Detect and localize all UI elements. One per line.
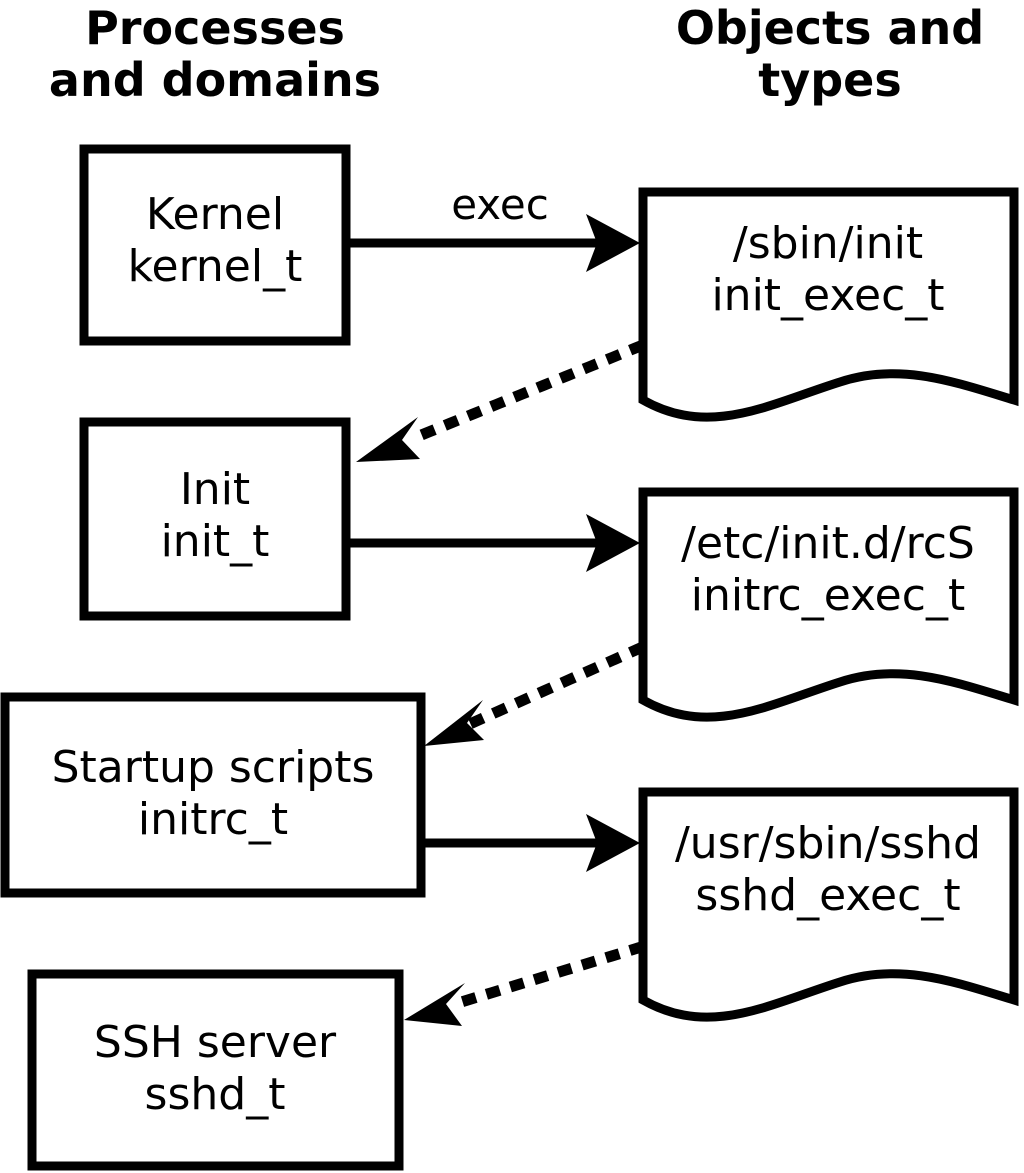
arrow-head-icon xyxy=(404,983,465,1026)
edge-init-to-initrc-exec xyxy=(350,514,640,572)
edge-kernel-to-init-exec: exec xyxy=(350,180,640,272)
column-header-objects-line2: types xyxy=(758,53,901,107)
process-node-sshd-type: sshd_t xyxy=(145,1069,286,1120)
process-node-kernel[interactable]: Kernel kernel_t xyxy=(79,144,351,346)
process-node-sshd-box[interactable] xyxy=(27,969,404,1171)
process-node-initrc[interactable]: Startup scripts initrc_t xyxy=(0,692,426,898)
edge-label-exec: exec xyxy=(451,180,549,229)
column-header-processes-line2: and domains xyxy=(49,53,381,107)
object-node-initrc-exec-path: /etc/init.d/rcS xyxy=(681,518,975,569)
process-node-sshd-name: SSH server xyxy=(94,1017,337,1068)
column-header-objects: Objects and types xyxy=(676,1,984,107)
object-node-init-exec[interactable]: /sbin/init init_exec_t xyxy=(638,187,1019,422)
column-header-processes: Processes and domains xyxy=(49,1,381,107)
object-node-initrc-exec-type: initrc_exec_t xyxy=(691,570,965,621)
column-header-objects-line1: Objects and xyxy=(676,1,984,55)
process-node-init-type: init_t xyxy=(161,516,270,567)
process-node-kernel-type: kernel_t xyxy=(128,241,303,292)
object-node-sshd-exec-type: sshd_exec_t xyxy=(695,870,960,921)
process-node-init-box[interactable] xyxy=(79,417,351,621)
edge-sshd-exec-to-sshd xyxy=(404,941,645,1026)
object-node-init-exec-type: init_exec_t xyxy=(711,270,944,321)
edge-initrc-to-sshd-exec xyxy=(425,814,640,872)
object-node-init-exec-document-shape[interactable] xyxy=(638,187,1019,422)
object-node-sshd-exec-path: /usr/sbin/sshd xyxy=(675,818,981,869)
process-node-init-name: Init xyxy=(180,464,250,515)
object-node-initrc-exec[interactable]: /etc/init.d/rcS initrc_exec_t xyxy=(638,487,1019,722)
arrow-head-icon xyxy=(586,814,640,872)
edge-line xyxy=(451,941,645,1010)
process-node-kernel-box[interactable] xyxy=(79,144,351,346)
object-node-sshd-exec-document-shape[interactable] xyxy=(638,787,1019,1022)
edge-init-exec-to-init xyxy=(356,339,646,462)
object-node-initrc-exec-document-shape[interactable] xyxy=(638,487,1019,722)
process-node-initrc-box[interactable] xyxy=(0,692,426,898)
edge-initrc-exec-to-initrc xyxy=(424,641,646,746)
arrow-head-icon xyxy=(356,417,420,462)
process-node-sshd[interactable]: SSH server sshd_t xyxy=(27,969,404,1171)
edge-line xyxy=(406,339,646,446)
arrow-head-icon xyxy=(586,514,640,572)
process-node-initrc-name: Startup scripts xyxy=(52,742,375,793)
process-node-kernel-name: Kernel xyxy=(146,189,284,240)
arrow-head-icon xyxy=(424,700,484,746)
arrow-head-icon xyxy=(586,214,640,272)
process-node-initrc-type: initrc_t xyxy=(138,794,288,845)
object-node-sshd-exec[interactable]: /usr/sbin/sshd sshd_exec_t xyxy=(638,787,1019,1022)
column-header-processes-line1: Processes xyxy=(85,1,345,55)
process-node-init[interactable]: Init init_t xyxy=(79,417,351,621)
edge-line xyxy=(464,641,646,731)
object-node-init-exec-path: /sbin/init xyxy=(733,218,923,269)
